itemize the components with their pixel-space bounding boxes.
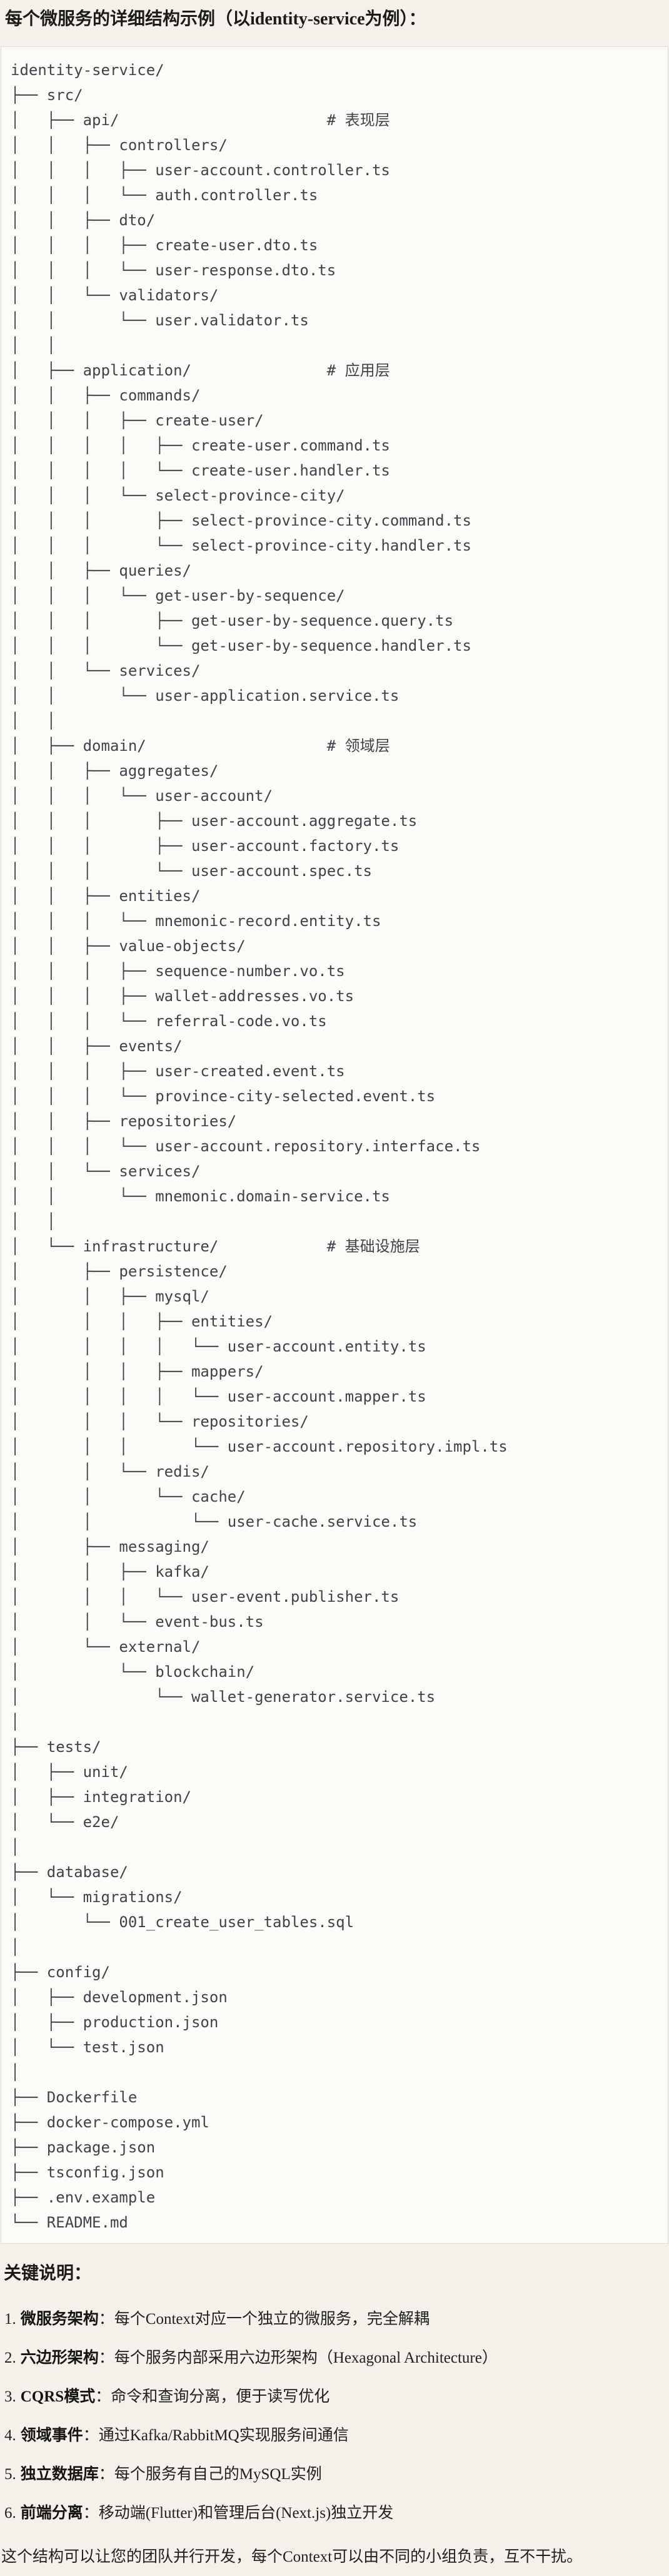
note-number: 2. <box>4 2349 16 2366</box>
note-text: ：每个Context对应一个独立的微服务，完全解耦 <box>98 2311 430 2328</box>
note-item-cqrs: 3.CQRS模式：命令和查询分离，便于读写优化 <box>4 2385 669 2409</box>
code-block: identity-service/ ├── src/ │ ├── api/ # … <box>1 46 668 2244</box>
notes-list: 1.微服务架构：每个Context对应一个独立的微服务，完全解耦 2.六边形架构… <box>0 2308 669 2525</box>
page-title: 每个微服务的详细结构示例（以identity-service为例）： <box>5 9 426 29</box>
note-item-domain-events: 4.领域事件：通过Kafka/RabbitMQ实现服务间通信 <box>4 2424 669 2448</box>
note-number: 5. <box>4 2466 16 2483</box>
note-number: 6. <box>4 2505 16 2522</box>
closing-paragraph: 这个结构可以让您的团队并行开发，每个Context可以由不同的小组负责，互不干扰… <box>1 2548 583 2565</box>
note-label: 六边形架构 <box>20 2349 99 2366</box>
note-number: 3. <box>4 2388 16 2405</box>
note-label: 前端分离 <box>20 2505 83 2522</box>
note-text: ：每个服务内部采用六边形架构（Hexagonal Architecture） <box>98 2349 498 2366</box>
note-item-frontend-split: 6.前端分离：移动端(Flutter)和管理后台(Next.js)独立开发 <box>4 2502 669 2525</box>
note-text: ：移动端(Flutter)和管理后台(Next.js)独立开发 <box>83 2505 394 2522</box>
note-label: 微服务架构 <box>20 2311 99 2328</box>
notes-heading: 关键说明： <box>4 2264 92 2283</box>
note-label: CQRS模式 <box>20 2388 96 2405</box>
note-item-independent-db: 5.独立数据库：每个服务有自己的MySQL实例 <box>4 2463 669 2487</box>
note-number: 4. <box>4 2427 16 2444</box>
note-item-hexagonal: 2.六边形架构：每个服务内部采用六边形架构（Hexagonal Architec… <box>4 2346 669 2370</box>
note-number: 1. <box>4 2311 16 2328</box>
note-text: ：通过Kafka/RabbitMQ实现服务间通信 <box>83 2427 349 2444</box>
note-item-microservice: 1.微服务架构：每个Context对应一个独立的微服务，完全解耦 <box>4 2308 669 2331</box>
directory-tree: identity-service/ ├── src/ │ ├── api/ # … <box>11 61 508 2231</box>
note-label: 领域事件 <box>20 2427 83 2444</box>
note-text: ：命令和查询分离，便于读写优化 <box>95 2388 330 2405</box>
note-label: 独立数据库 <box>20 2466 99 2483</box>
note-text: ：每个服务有自己的MySQL实例 <box>98 2466 322 2483</box>
